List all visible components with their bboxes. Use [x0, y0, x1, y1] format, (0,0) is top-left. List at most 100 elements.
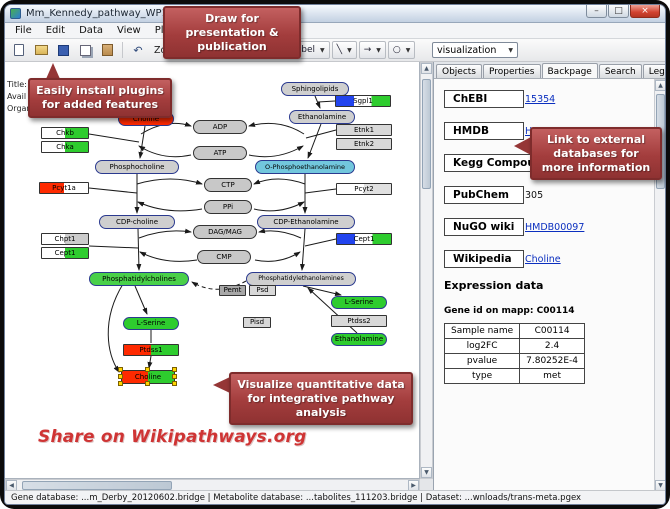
close-button[interactable]: × [630, 5, 660, 18]
pathway-edge [248, 122, 305, 135]
shape-tool-button[interactable]: ○ ▼ [387, 41, 416, 59]
pathway-node-phosphocholine[interactable]: Phosphocholine [95, 160, 179, 174]
pathway-node-etnk2[interactable]: Etnk2 [336, 138, 392, 150]
pathway-node-cmp[interactable]: CMP [197, 250, 251, 264]
scroll-up-icon[interactable]: ▲ [421, 63, 432, 74]
save-button[interactable] [53, 41, 73, 59]
node-label: ADP [212, 122, 228, 131]
save-icon [57, 44, 69, 56]
node-label: CDP-Ethanolamine [273, 217, 339, 226]
node-label: Phosphatidylethanolamines [258, 274, 344, 282]
section-title: HMDB [444, 122, 524, 140]
selection-handle[interactable] [172, 374, 177, 379]
pathway-edge [304, 188, 337, 194]
arrow-tool-button[interactable]: → ▼ [358, 41, 386, 59]
pathway-node-psd[interactable]: Psd [249, 285, 276, 296]
selection-handle[interactable] [145, 381, 150, 386]
pathway-node-ptdss2[interactable]: Ptdss2 [331, 315, 387, 327]
tab-objects[interactable]: Objects [436, 64, 483, 78]
pathway-edge [138, 145, 192, 158]
scrollbar-thumb[interactable] [22, 481, 172, 490]
selection-handle[interactable] [172, 381, 177, 386]
external-link[interactable]: HMDB00097 [525, 222, 585, 233]
tab-backpage[interactable]: Backpage [541, 63, 598, 78]
pathway-node-sgpl1[interactable]: Sgpl1 [335, 95, 391, 107]
pathway-node-pemt[interactable]: Pemt [219, 285, 246, 296]
scroll-up-icon[interactable]: ▲ [655, 80, 665, 91]
canvas-vertical-scrollbar[interactable]: ▲ ▼ [420, 62, 433, 479]
pathway-node-dag-mag[interactable]: DAG/MAG [193, 225, 257, 239]
pathway-node-o-phosphoethanolamine[interactable]: O-Phosphoethanolamine [255, 160, 355, 174]
pathway-edge [314, 95, 321, 109]
chevron-down-icon: ▼ [508, 46, 513, 54]
pathway-node-ctp[interactable]: CTP [204, 178, 252, 192]
pathway-node-chka[interactable]: Chka [41, 141, 89, 153]
chevron-down-icon: ▼ [347, 46, 352, 54]
tab-search[interactable]: Search [598, 64, 642, 78]
pathway-node-cept1[interactable]: Cept1 [41, 247, 89, 259]
pathway-node-ptdss1[interactable]: Ptdss1 [123, 344, 179, 356]
pathway-edge [253, 178, 306, 185]
new-file-button[interactable] [9, 41, 29, 59]
gene-id-label: Gene id on mapp: C00114 [444, 306, 575, 316]
external-link[interactable]: 15354 [525, 94, 556, 105]
tab-properties[interactable]: Properties [483, 64, 541, 78]
pathway-node-atp[interactable]: ATP [193, 146, 247, 160]
pathway-edge [307, 123, 322, 159]
selection-handle[interactable] [118, 367, 123, 372]
pathway-node-cdp-choline[interactable]: CDP-choline [99, 215, 175, 229]
pathway-node-cdp-ethanolamine[interactable]: CDP-Ethanolamine [257, 215, 355, 229]
pathway-node-ethanolamine[interactable]: Ethanolamine [331, 333, 387, 346]
paste-button[interactable] [97, 41, 117, 59]
selection-handle[interactable] [118, 374, 123, 379]
selection-handle[interactable] [118, 381, 123, 386]
pathway-edge [88, 187, 138, 194]
undo-icon: ↶ [133, 43, 143, 57]
menu-file[interactable]: File [15, 25, 32, 36]
pathway-node-pcyt1a[interactable]: Pcyt1a [39, 182, 89, 194]
section-title: ChEBI [444, 90, 524, 108]
pathway-node-phosphatidylcholines[interactable]: Phosphatidylcholines [89, 272, 189, 286]
pathway-node-phosphatidylethanolamines[interactable]: Phosphatidylethanolamines [246, 272, 356, 286]
line-tool-button[interactable]: ╲ ▼ [331, 41, 357, 59]
arrow-tool-icon: → [363, 44, 372, 55]
pathway-node-pcyt2[interactable]: Pcyt2 [336, 183, 392, 195]
undo-button[interactable]: ↶ [128, 41, 148, 59]
menu-edit[interactable]: Edit [45, 25, 66, 36]
pathway-node-pisd[interactable]: Pisd [243, 317, 271, 328]
pathway-node-l-serine[interactable]: L-Serine [123, 317, 179, 330]
visualization-select[interactable]: visualization ▼ [432, 42, 518, 58]
label-tool-text: Label [290, 44, 316, 55]
pathway-node-chkb[interactable]: Chkb [41, 127, 89, 139]
pathway-node-chpt1[interactable]: Chpt1 [41, 233, 89, 245]
pathway-node-sphingolipids[interactable]: Sphingolipids [281, 82, 349, 96]
paste-icon [101, 44, 113, 56]
pathway-edge [136, 178, 203, 185]
pathway-node-cept1[interactable]: Cept1 [336, 233, 392, 245]
node-label: Ethanolamine [334, 335, 384, 343]
menu-data[interactable]: Data [79, 25, 103, 36]
scrollbar-thumb[interactable] [422, 79, 431, 189]
node-label: PPi [222, 202, 234, 211]
selection-handle[interactable] [145, 367, 150, 372]
node-label: Sphingolipids [291, 84, 339, 93]
node-label: Etnk2 [353, 139, 375, 148]
copy-button[interactable] [75, 41, 95, 59]
minimize-button[interactable]: – [586, 5, 607, 18]
external-link[interactable]: Choline [525, 254, 561, 265]
pathway-node-ethanolamine[interactable]: Ethanolamine [289, 110, 355, 124]
open-file-button[interactable] [31, 41, 51, 59]
menu-view[interactable]: View [117, 25, 141, 36]
pathway-node-etnk1[interactable]: Etnk1 [336, 124, 392, 136]
maximize-button[interactable]: □ [608, 5, 629, 18]
pathway-node-ppi[interactable]: PPi [204, 200, 252, 214]
pathway-node-l-serine[interactable]: L-Serine [331, 296, 387, 309]
pathway-node-adp[interactable]: ADP [193, 120, 247, 134]
toolbar: ↶ Zoom: 100% ▼ ▦ ▼ Label ▼ ╲ ▼ → ▼ [5, 39, 665, 62]
scroll-down-icon[interactable]: ▼ [421, 467, 432, 478]
tab-legend[interactable]: Legend [642, 64, 665, 78]
selection-handle[interactable] [172, 367, 177, 372]
node-label: DAG/MAG [208, 227, 242, 236]
